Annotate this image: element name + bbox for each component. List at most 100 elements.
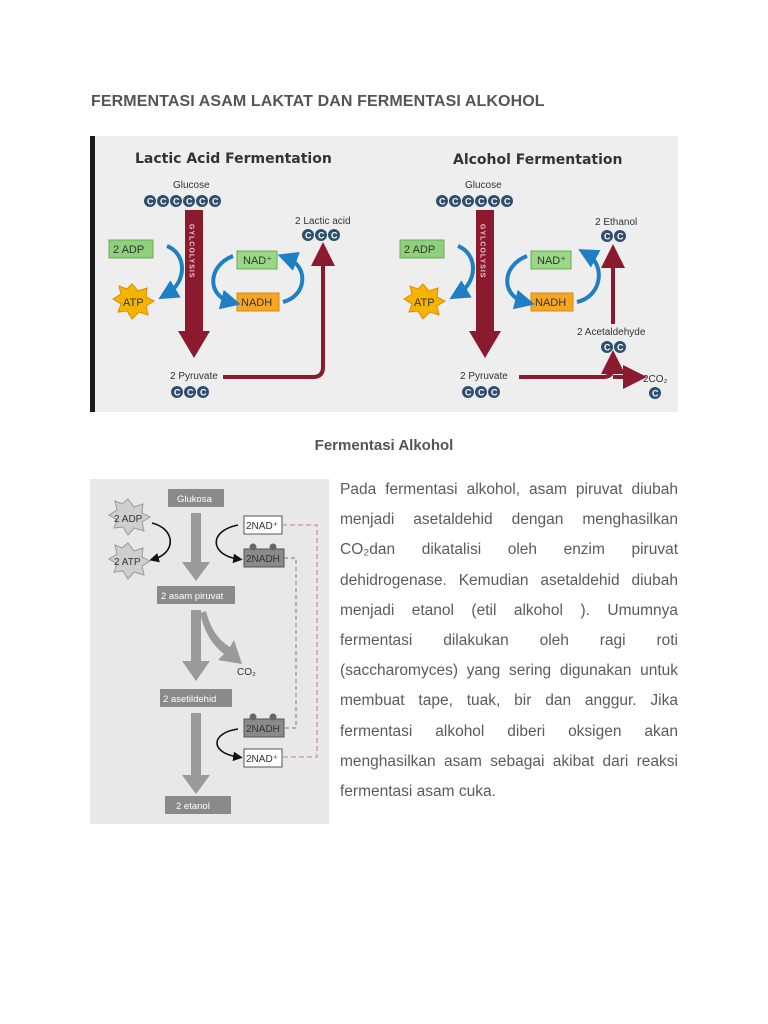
nad-recycle-dashed-line bbox=[282, 524, 318, 758]
lactic-adp-label: 2 ADP bbox=[113, 244, 144, 256]
svg-text:C: C bbox=[617, 343, 624, 353]
svg-text:C: C bbox=[147, 197, 154, 207]
svg-text:C: C bbox=[318, 231, 325, 241]
asetildehid-label: 2 asetildehid bbox=[163, 694, 216, 705]
alcohol-pyruvate-to-acetaldehyde-arrow bbox=[519, 350, 625, 379]
alcohol-glycolysis-arrow bbox=[469, 210, 501, 358]
asetildehid-to-etanol-arrow bbox=[182, 713, 210, 794]
lactic-glucose-label: Glucose bbox=[173, 180, 210, 191]
svg-text:C: C bbox=[491, 197, 498, 207]
svg-text:C: C bbox=[174, 388, 181, 398]
alcohol-nad-to-nadh-arrow bbox=[505, 254, 535, 310]
atp-label: 2 ATP bbox=[114, 557, 141, 568]
section-subtitle: Fermentasi Alkohol bbox=[314, 437, 454, 454]
nadh-bottom-label: 2NADH bbox=[246, 724, 280, 735]
alcohol-atp-arrow bbox=[449, 244, 475, 300]
lactic-heading: Lactic Acid Fermentation bbox=[135, 151, 332, 167]
atp-burst bbox=[108, 542, 152, 580]
svg-text:C: C bbox=[465, 388, 472, 398]
nadh-transfer-dashed-line bbox=[284, 557, 297, 729]
lactic-glycolysis-arrow bbox=[178, 210, 210, 358]
svg-text:C: C bbox=[478, 197, 485, 207]
lactic-product-label: 2 Lactic acid bbox=[295, 216, 351, 227]
svg-text:C: C bbox=[504, 197, 511, 207]
svg-text:C: C bbox=[173, 197, 180, 207]
svg-text:C: C bbox=[604, 232, 611, 242]
asam-piruvat-box bbox=[157, 586, 235, 604]
svg-text:C: C bbox=[187, 388, 194, 398]
lactic-nad-to-nadh-arrow bbox=[211, 254, 241, 310]
alcohol-nadh-to-nad-arrow bbox=[576, 249, 601, 304]
lactic-atp-arrow bbox=[158, 244, 184, 300]
glukosa-label: Glukosa bbox=[177, 494, 213, 505]
alcohol-co2-carbon: C bbox=[649, 387, 661, 399]
alcohol-glucose-label: Glucose bbox=[465, 180, 502, 191]
lactic-pyruvate-label: 2 Pyruvate bbox=[170, 371, 218, 382]
svg-text:C: C bbox=[617, 232, 624, 242]
svg-text:C: C bbox=[604, 343, 611, 353]
adp-to-atp-arrow bbox=[149, 522, 171, 563]
lactic-pyruvate-to-lactate-arrow bbox=[223, 242, 335, 379]
svg-text:C: C bbox=[452, 197, 459, 207]
svg-text:C: C bbox=[200, 388, 207, 398]
nad-top-label: 2NAD⁺ bbox=[246, 521, 278, 532]
alcohol-fermentation-figure: Glukosa 2 ADP 2 ATP 2NAD⁺ 2NADH 2 asam p… bbox=[90, 479, 329, 824]
adp-label: 2 ADP bbox=[114, 514, 143, 525]
svg-text:C: C bbox=[199, 197, 206, 207]
svg-text:C: C bbox=[305, 231, 312, 241]
alcohol-product-label: 2 Ethanol bbox=[595, 217, 637, 228]
svg-text:C: C bbox=[212, 197, 219, 207]
svg-text:C: C bbox=[439, 197, 446, 207]
nad-to-nadh-arrow bbox=[215, 524, 243, 564]
alcohol-adp-label: 2 ADP bbox=[404, 244, 435, 256]
alcohol-adp-box bbox=[399, 239, 445, 259]
nad-bottom-box bbox=[243, 748, 283, 768]
lactic-nadh-label: NADH bbox=[241, 297, 272, 309]
alcohol-acetaldehyde-label: 2 Acetaldehyde bbox=[577, 327, 646, 338]
glukosa-box bbox=[168, 489, 224, 507]
alcohol-pyruvate-label: 2 Pyruvate bbox=[460, 371, 508, 382]
svg-text:C: C bbox=[160, 197, 167, 207]
alcohol-nadh-label: NADH bbox=[535, 297, 566, 309]
etanol-label: 2 etanol bbox=[176, 801, 210, 812]
alcohol-atp-label: ATP bbox=[414, 297, 435, 309]
lactic-glycolysis-label: GYLCOLYSIS bbox=[188, 224, 195, 278]
svg-text:C: C bbox=[331, 231, 338, 241]
svg-text:C: C bbox=[186, 197, 193, 207]
svg-text:C: C bbox=[491, 388, 498, 398]
co2-label: CO₂ bbox=[237, 667, 256, 678]
nadh-top-label: 2NADH bbox=[246, 554, 280, 565]
asam-piruvat-label: 2 asam piruvat bbox=[161, 591, 224, 602]
lactic-nadh-to-nad-arrow bbox=[277, 252, 305, 304]
lactic-nad-label: NAD⁺ bbox=[243, 255, 272, 267]
co2-release-arrow bbox=[200, 611, 242, 664]
alcohol-glycolysis-label: GYLCOLYSIS bbox=[479, 224, 486, 278]
nadh-bottom-box bbox=[243, 718, 285, 738]
alcohol-nad-label: NAD⁺ bbox=[537, 255, 566, 267]
nad-bottom-label: 2NAD⁺ bbox=[246, 754, 278, 765]
lactic-adp-box bbox=[108, 239, 154, 259]
body-paragraph: Pada fermentasi alkohol, asam piruvat di… bbox=[340, 481, 678, 801]
piruvat-to-asetildehid-arrow bbox=[182, 610, 210, 681]
page-title: FERMENTASI ASAM LAKTAT DAN FERMENTASI AL… bbox=[91, 93, 545, 110]
lactic-atp-burst bbox=[112, 283, 156, 320]
alcohol-nad-box bbox=[530, 250, 572, 270]
lactic-atp-label: ATP bbox=[123, 297, 144, 309]
glukosa-to-piruvat-arrow bbox=[182, 513, 210, 581]
asetildehid-box bbox=[160, 689, 232, 707]
alcohol-heading: Alcohol Fermentation bbox=[453, 152, 622, 168]
svg-text:C: C bbox=[465, 197, 472, 207]
nadh-to-nad-arrow bbox=[216, 728, 243, 762]
adp-burst bbox=[108, 498, 152, 536]
alcohol-co2-label: 2CO₂ bbox=[643, 374, 668, 385]
svg-text:C: C bbox=[478, 388, 485, 398]
alcohol-atp-burst bbox=[403, 283, 447, 320]
